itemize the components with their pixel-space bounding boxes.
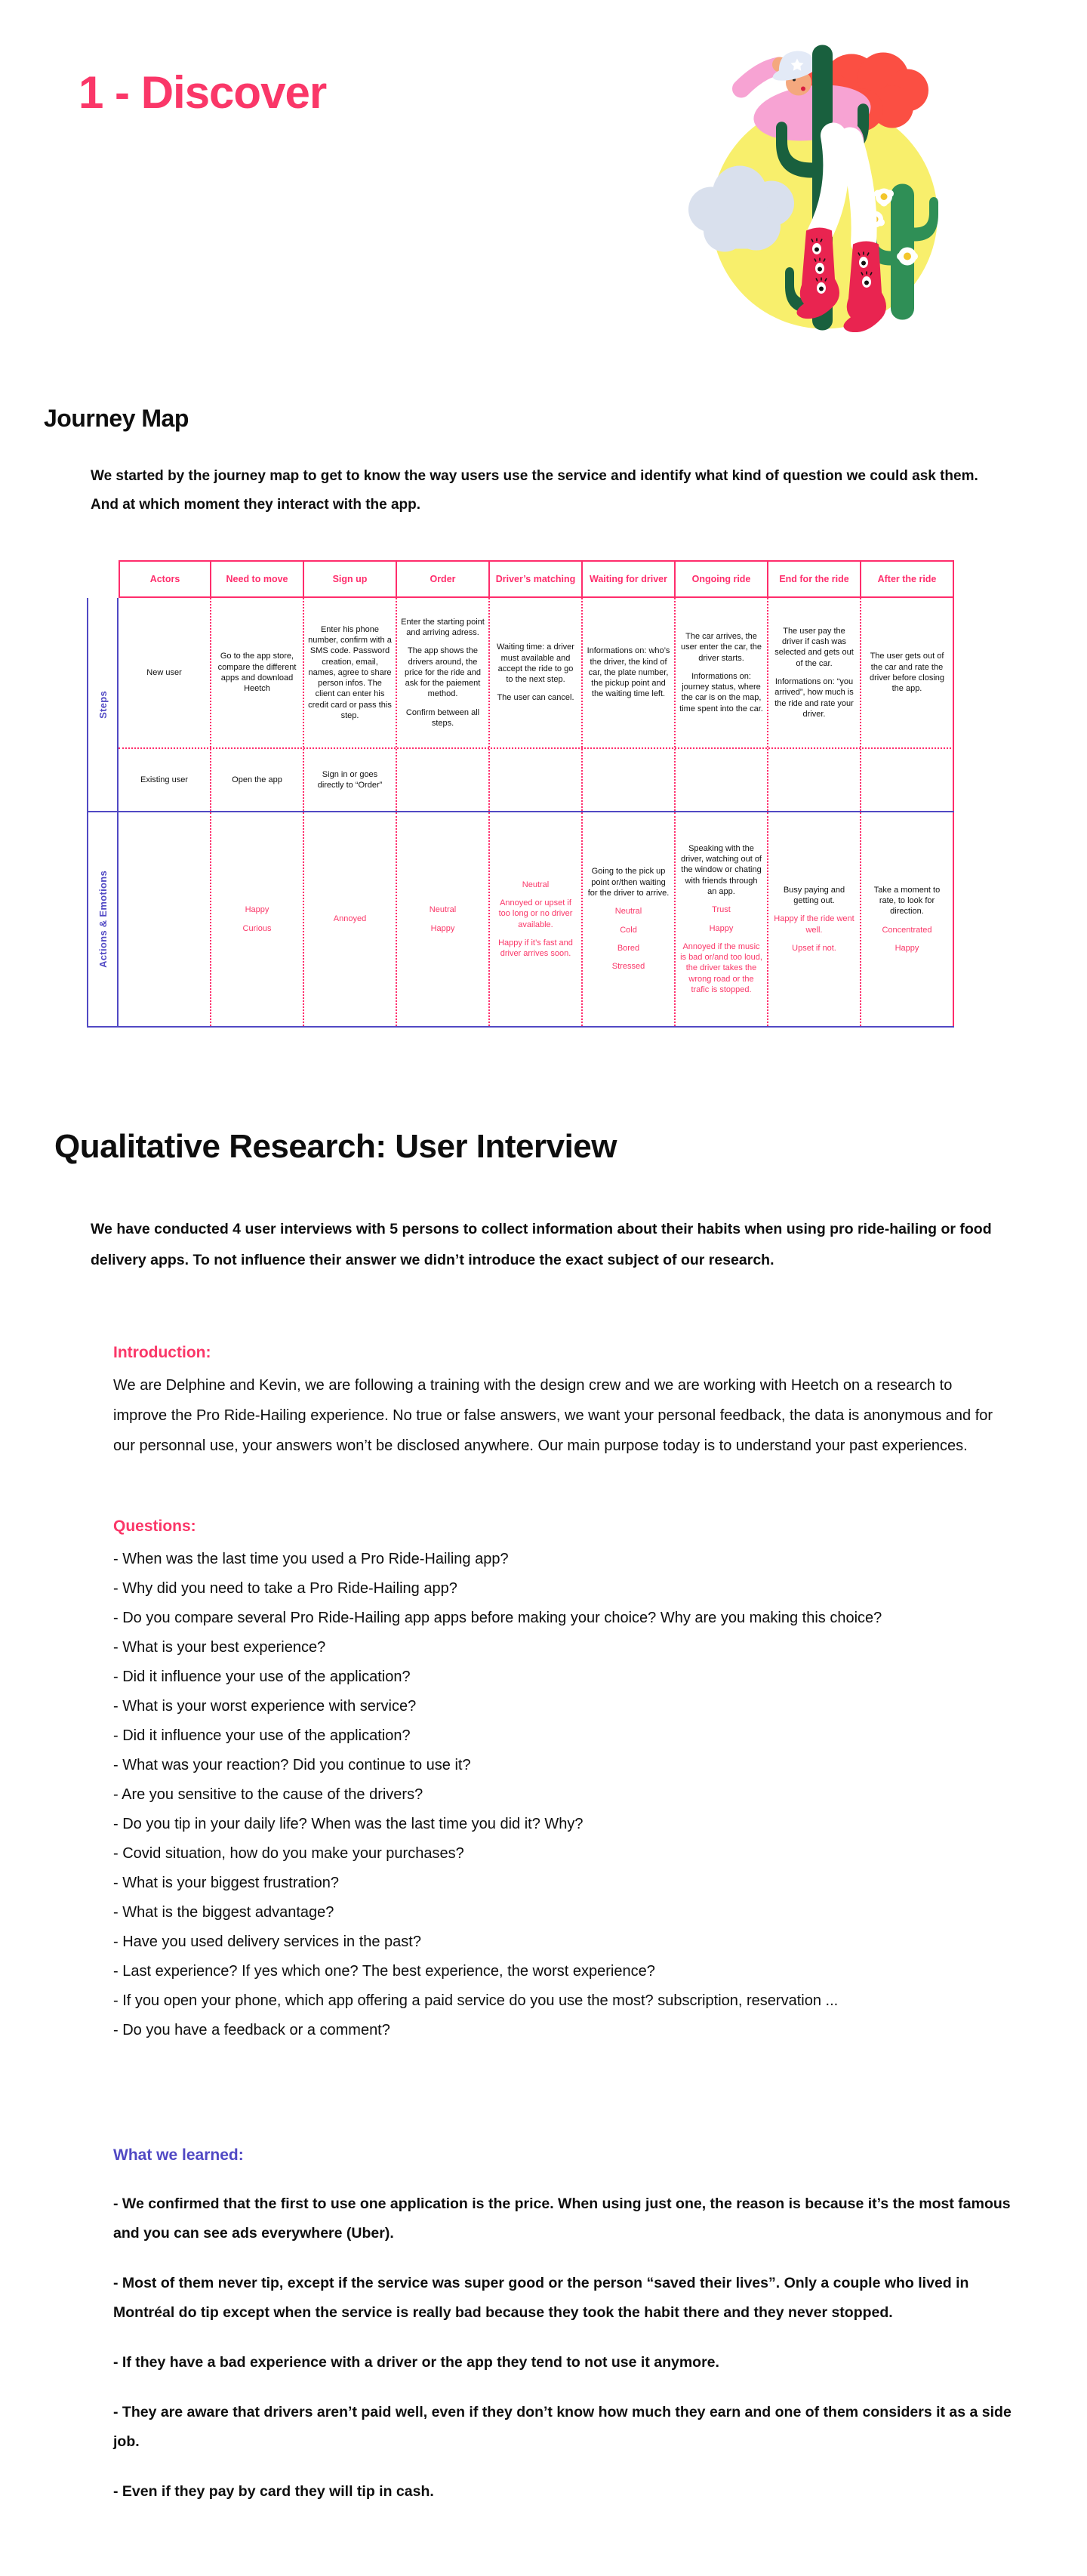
question-item: - Did it influence your use of the appli… — [113, 1727, 411, 1744]
table-cell — [490, 749, 583, 811]
question-item: - Last experience? If yes which one? The… — [113, 1963, 655, 1980]
cowgirl-cactus-illustration — [664, 11, 966, 333]
learned-item: - Most of them never tip, except if the … — [113, 2275, 969, 2321]
table-cell — [119, 812, 211, 1026]
table-cell: Enter his phone number, confirm with a S… — [304, 598, 397, 747]
table-cell: The car arrives, the user enter the car,… — [676, 598, 768, 747]
column-header: Waiting for driver — [583, 560, 676, 598]
question-item: - If you open your phone, which app offe… — [113, 1992, 839, 2009]
table-cell: Open the app — [211, 749, 304, 811]
table-cell: Enter the starting point and arriving ad… — [397, 598, 490, 747]
journey-map-heading: Journey Map — [44, 405, 189, 432]
cloud-icon — [688, 165, 794, 252]
question-item: - What is the biggest advantage? — [113, 1904, 334, 1921]
question-item: - Why did you need to take a Pro Ride-Ha… — [113, 1580, 457, 1597]
table-cell: The user gets out of the car and rate th… — [861, 598, 954, 747]
table-cell — [768, 749, 861, 811]
cowboy-hat-icon — [772, 51, 816, 81]
column-header: Need to move — [211, 560, 304, 598]
column-header: Sign up — [304, 560, 397, 598]
question-item: - What is your worst experience with ser… — [113, 1698, 417, 1715]
introduction-label: Introduction: — [113, 1344, 211, 1361]
learned-item: - They are aware that drivers aren’t pai… — [113, 2404, 1012, 2450]
questions-label: Questions: — [113, 1518, 196, 1535]
learned-item: - If they have a bad experience with a d… — [113, 2354, 719, 2371]
illustration-svg — [688, 45, 938, 333]
question-item: - What was your reaction? Did you contin… — [113, 1757, 471, 1773]
table-cell: Waiting time: a driver must available an… — [490, 598, 583, 747]
question-item: - Do you compare several Pro Ride-Hailin… — [113, 1610, 882, 1626]
question-item: - Have you used delivery services in the… — [113, 1934, 421, 1950]
page-title: 1 - Discover — [79, 67, 327, 118]
table-cell — [861, 749, 954, 811]
cowboy-boot-icon — [843, 241, 886, 333]
row-group-label: Steps — [87, 598, 119, 811]
question-item: - Do you tip in your daily life? When wa… — [113, 1816, 584, 1832]
cowboy-boot-icon — [796, 227, 839, 319]
table-cell: Existing user — [119, 749, 211, 811]
learned-item: - We confirmed that the first to use one… — [113, 2195, 1011, 2242]
table-cell — [676, 749, 768, 811]
question-item: - Covid situation, how do you make your … — [113, 1845, 464, 1862]
table-cell: The user pay the driver if cash was sele… — [768, 598, 861, 747]
cactus-flowers — [865, 188, 918, 266]
column-header: Actors — [119, 560, 211, 598]
question-item: - When was the last time you used a Pro … — [113, 1551, 509, 1567]
row-group-label: Actions & Emotions — [87, 812, 119, 1026]
questions-list: - When was the last time you used a Pro … — [113, 1545, 1019, 2045]
question-item: - Did it influence your use of the appli… — [113, 1669, 411, 1685]
column-header: Ongoing ride — [676, 560, 768, 598]
table-cell: Annoyed — [304, 812, 397, 1026]
column-header: After the ride — [861, 560, 954, 598]
column-header: Order — [397, 560, 490, 598]
qualitative-research-lead: We have conducted 4 user interviews with… — [91, 1221, 992, 1268]
cowgirl-leg — [807, 122, 849, 247]
table-cell: Speaking with the driver, watching out o… — [676, 812, 768, 1026]
table-cell: Go to the app store, compare the differe… — [211, 598, 304, 747]
table-cell: Sign in or goes directly to “Order” — [304, 749, 397, 811]
table-cell: Going to the pick up point or/then waiti… — [583, 812, 676, 1026]
what-we-learned-list: - We confirmed that the first to use one… — [113, 2189, 1030, 2527]
table-cell: Informations on: who’s the driver, the k… — [583, 598, 676, 747]
table-cell: Busy paying and getting out.Happy if the… — [768, 812, 861, 1026]
introduction-text: We are Delphine and Kevin, we are follow… — [113, 1377, 993, 1454]
qualitative-research-heading: Qualitative Research: User Interview — [54, 1128, 617, 1165]
table-cell: New user — [119, 598, 211, 747]
table-cell — [583, 749, 676, 811]
table-cell — [397, 749, 490, 811]
cowgirl-leg — [837, 127, 877, 256]
question-item: - Do you have a feedback or a comment? — [113, 2022, 390, 2038]
table-cell: Take a moment to rate, to look for direc… — [861, 812, 954, 1026]
column-header: Driver’s matching — [490, 560, 583, 598]
question-item: - Are you sensitive to the cause of the … — [113, 1786, 423, 1803]
question-item: - What is your best experience? — [113, 1639, 326, 1656]
journey-map-intro: We started by the journey map to get to … — [91, 468, 978, 513]
learned-item: - Even if they pay by card they will tip… — [113, 2483, 434, 2500]
question-item: - What is your biggest frustration? — [113, 1875, 340, 1891]
what-we-learned-label: What we learned: — [113, 2146, 244, 2164]
column-header: End for the ride — [768, 560, 861, 598]
